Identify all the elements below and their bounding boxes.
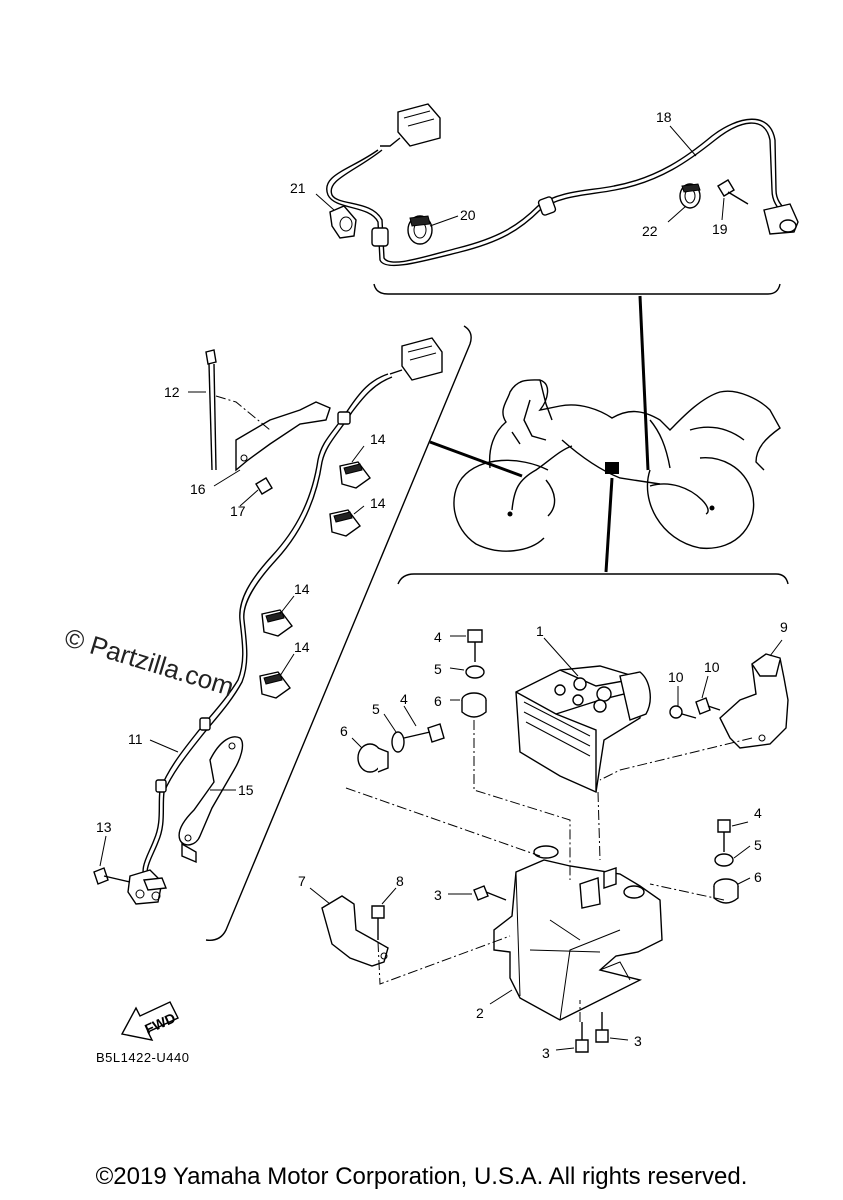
- hydraulic-unit-1: [515, 665, 651, 794]
- callout-5: 5: [434, 661, 442, 677]
- bracket-7: [321, 895, 389, 967]
- rear-wheel-sensor: [763, 203, 799, 235]
- bracket-2: [493, 845, 663, 1021]
- callout-14: 14: [370, 495, 386, 511]
- callout-16: 16: [190, 481, 206, 497]
- collar-5-right: [714, 853, 734, 867]
- callout-14: 14: [294, 581, 310, 597]
- diagram-code: B5L1422-U440: [96, 1050, 190, 1065]
- abs-unit-group: [309, 573, 789, 1053]
- rear-sensor-lead-group: [315, 103, 799, 471]
- connector-18: [380, 103, 441, 147]
- bolt-4-top: [467, 629, 483, 662]
- callout-2: 2: [476, 1005, 484, 1021]
- callout-22: 22: [642, 223, 658, 239]
- callout-10: 10: [704, 659, 720, 675]
- bolt-3-side: [473, 885, 507, 901]
- grommet-6-left: [357, 743, 389, 773]
- callout-17: 17: [230, 503, 246, 519]
- bolt-8: [371, 905, 385, 940]
- callout-3: 3: [634, 1033, 642, 1049]
- callout-14: 14: [370, 431, 386, 447]
- bolt-13: [93, 867, 131, 885]
- cable-tie-12: [205, 349, 217, 471]
- callout-6: 6: [434, 693, 442, 709]
- bolt-19: [717, 179, 749, 205]
- motorcycle-silhouette: [429, 379, 781, 573]
- callout-15: 15: [238, 782, 254, 798]
- callout-4: 4: [754, 805, 762, 821]
- callout-19: 19: [712, 221, 728, 237]
- grommet-6-top: [461, 692, 487, 718]
- callout-3: 3: [434, 887, 442, 903]
- bracket-16: [235, 401, 331, 472]
- clamp-14-b: [329, 509, 361, 537]
- callout-14: 14: [294, 639, 310, 655]
- callout-12: 12: [164, 384, 180, 400]
- callout-4: 4: [400, 691, 408, 707]
- clamp-14-a: [339, 461, 371, 489]
- callout-6: 6: [340, 723, 348, 739]
- bolt-10-b: [695, 697, 721, 715]
- callout-4: 4: [434, 629, 442, 645]
- clamp-14-c: [261, 609, 293, 637]
- bolt-10-a: [669, 705, 697, 719]
- callout-1: 1: [536, 623, 544, 639]
- callout-3: 3: [542, 1045, 550, 1061]
- clamp-21: [329, 205, 357, 239]
- callout-11: 11: [128, 731, 143, 747]
- bolt-4-left: [403, 723, 445, 743]
- bracket-9: [719, 653, 789, 749]
- clamp-14-d: [259, 671, 291, 699]
- callout-20: 20: [460, 207, 476, 223]
- callout-13: 13: [96, 819, 112, 835]
- fwd-arrow-icon: FWD: [120, 1001, 179, 1041]
- callout-9: 9: [780, 619, 788, 635]
- grommet-6-right: [713, 878, 739, 904]
- callout-numbers: 1 2 3 3 3 4 4 4 5 5 5 6 6 6 7 8 9 10 10 …: [96, 109, 788, 1061]
- callout-5: 5: [372, 701, 380, 717]
- callout-8: 8: [396, 873, 404, 889]
- callout-18: 18: [656, 109, 672, 125]
- callout-5: 5: [754, 837, 762, 853]
- callout-6: 6: [754, 869, 762, 885]
- bolt-4-right: [717, 819, 731, 852]
- callout-21: 21: [290, 180, 306, 196]
- bolt-17: [255, 477, 273, 495]
- clamp-20: [407, 215, 433, 245]
- clamp-22: [679, 183, 701, 209]
- copyright-notice: ©2019 Yamaha Motor Corporation, U.S.A. A…: [95, 1163, 748, 1190]
- front-wheel-sensor: [127, 869, 167, 905]
- bolt-3-bottom-b: [595, 1012, 609, 1043]
- callout-7: 7: [298, 873, 306, 889]
- callout-10: 10: [668, 669, 684, 685]
- bolt-3-bottom-a: [575, 1022, 589, 1053]
- connector-11: [389, 337, 443, 381]
- collar-5-top: [465, 665, 485, 679]
- bracket-15: [178, 736, 244, 864]
- front-sensor-lead-group: [93, 325, 472, 941]
- collar-5-left: [391, 731, 405, 753]
